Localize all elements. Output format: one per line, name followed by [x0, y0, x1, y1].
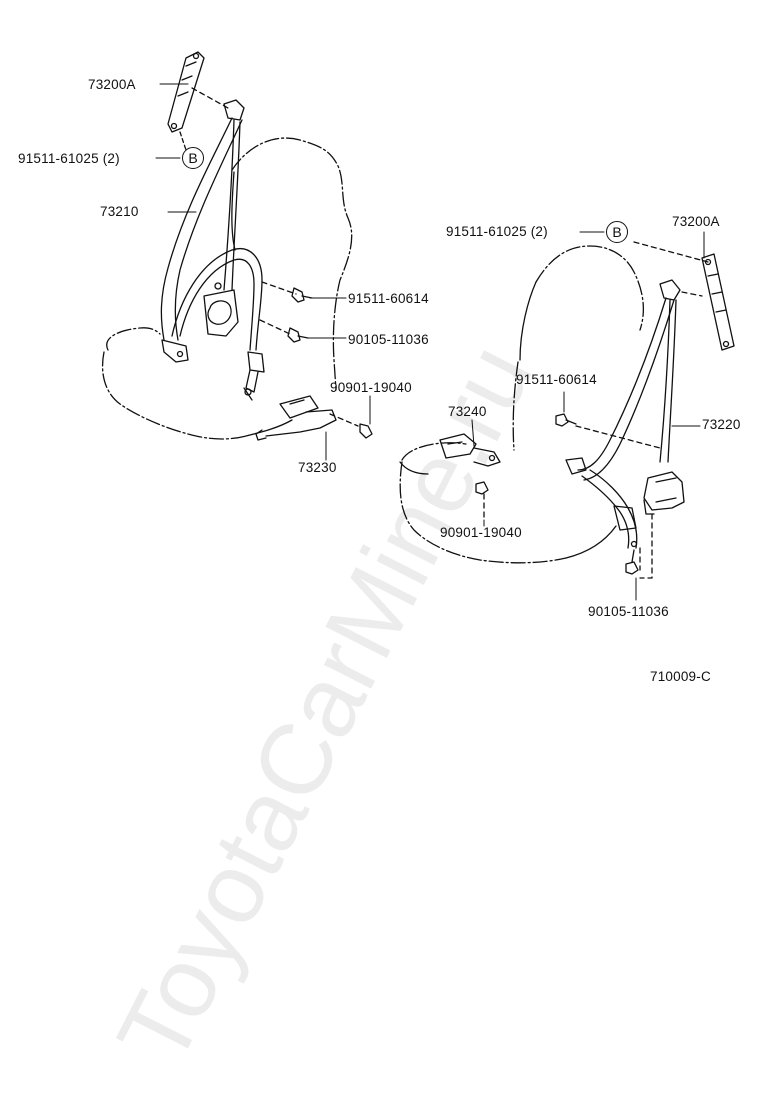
- left-buckle: [255, 395, 373, 441]
- diagram-code: 710009-C: [650, 669, 711, 684]
- left-bolt-b-label: 91511-61025 (2): [18, 151, 120, 166]
- right-belt-label: 73220: [702, 417, 741, 432]
- right-retractor: [643, 471, 685, 515]
- right-lower-bolt-label: 90105-11036: [588, 604, 669, 619]
- left-lower-buckle-strap: [243, 351, 265, 401]
- right-bolt-markers: [555, 413, 661, 579]
- right-buckle-bolt-label: 90901-19040: [440, 525, 522, 540]
- left-belt-label: 73210: [100, 204, 139, 219]
- left-seat-outline: [101, 137, 353, 440]
- right-b-badge: B: [606, 221, 628, 243]
- right-buckle: [439, 433, 501, 521]
- right-upper-anchor: [633, 241, 735, 351]
- left-lower-bolt-label: 90105-11036: [348, 332, 429, 347]
- left-anchor-label: 73200A: [88, 77, 136, 92]
- left-belt-webbing: [160, 99, 263, 363]
- left-leader-lines: [155, 83, 371, 461]
- left-upper-bolt-label: 91511-60614: [348, 291, 429, 306]
- right-belt-webbing: [565, 279, 681, 549]
- right-upper-bolt-label: 91511-60614: [516, 372, 597, 387]
- right-bolt-b-label: 91511-61025 (2): [446, 224, 548, 239]
- left-buckle-label: 73230: [298, 460, 337, 475]
- left-buckle-bolt-label: 90901-19040: [330, 380, 412, 395]
- right-seat-outline: [399, 245, 645, 564]
- right-anchor-label: 73200A: [672, 214, 720, 229]
- left-upper-anchor: [167, 51, 229, 151]
- right-buckle-label: 73240: [448, 404, 487, 419]
- left-retractor: [203, 282, 239, 337]
- left-bolt-markers: [259, 281, 313, 343]
- left-b-badge: B: [182, 147, 204, 169]
- right-leader-lines: [471, 231, 705, 601]
